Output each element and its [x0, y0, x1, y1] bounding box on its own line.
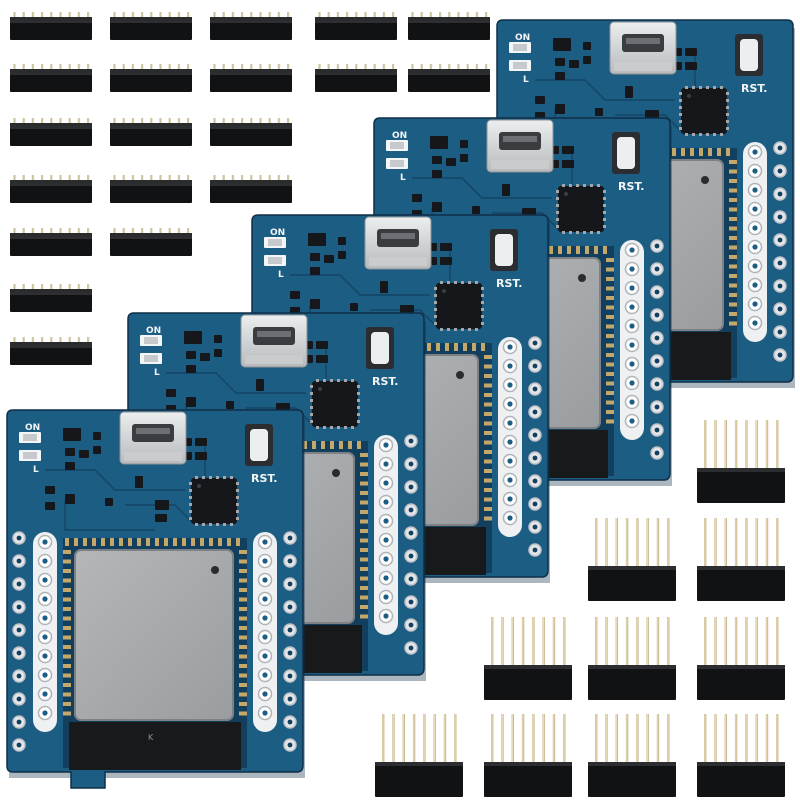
female-header — [10, 228, 92, 256]
female-header-group — [10, 12, 490, 365]
female-header — [210, 64, 292, 92]
antenna-area — [69, 722, 241, 770]
right-pin-pads — [528, 336, 542, 557]
led-indicators: ON L — [19, 423, 41, 475]
reset-button — [735, 34, 763, 76]
female-header — [210, 175, 292, 203]
reset-label: RST. — [372, 375, 398, 388]
esp32-module: K — [63, 538, 247, 770]
male-pin-header — [697, 714, 785, 797]
female-header — [110, 12, 192, 40]
micro-usb-connector — [240, 314, 308, 368]
right-pin-pads — [650, 239, 664, 460]
female-header — [315, 64, 397, 92]
rf-shield — [74, 549, 234, 721]
usb-serial-chip — [556, 184, 606, 234]
female-header — [210, 118, 292, 146]
led-indicators: ON L — [386, 131, 408, 183]
reset-label: RST. — [251, 472, 277, 485]
female-header — [110, 64, 192, 92]
reset-label: RST. — [618, 180, 644, 193]
power-led-label: ON — [392, 131, 407, 141]
male-pin-header — [484, 714, 572, 797]
male-header-group — [375, 420, 785, 797]
usb-serial-chip — [679, 86, 729, 136]
female-header — [110, 228, 192, 256]
antenna-mark: K — [148, 733, 154, 742]
user-led-label: L — [400, 173, 406, 183]
male-pin-header — [375, 714, 463, 797]
female-header — [315, 12, 397, 40]
female-header — [110, 175, 192, 203]
user-led-label: L — [154, 368, 160, 378]
male-pin-header — [588, 617, 676, 700]
inner-pad-strip-right — [374, 435, 398, 635]
male-pin-header — [697, 420, 785, 503]
female-header — [110, 118, 192, 146]
reset-button — [612, 132, 640, 174]
user-led-label: L — [33, 465, 39, 475]
inner-pad-strip-right — [620, 240, 644, 440]
reset-button — [490, 229, 518, 271]
female-header — [10, 118, 92, 146]
female-header — [210, 12, 292, 40]
power-led-label: ON — [270, 228, 285, 238]
female-header — [10, 64, 92, 92]
inner-pad-strip-right — [253, 532, 277, 732]
reset-label: RST. — [741, 82, 767, 95]
inner-pad-strip-right — [743, 142, 767, 342]
power-led-label: ON — [515, 33, 530, 43]
right-pin-pads — [404, 434, 418, 655]
right-pin-pads — [773, 141, 787, 362]
usb-serial-chip — [189, 476, 239, 526]
user-led-label: L — [278, 270, 284, 280]
left-pin-pads — [12, 531, 26, 752]
inner-pad-strip-left — [33, 532, 57, 732]
micro-usb-connector — [609, 21, 677, 75]
female-header — [10, 12, 92, 40]
right-pin-pads — [283, 531, 297, 752]
female-header — [10, 175, 92, 203]
reset-label: RST. — [496, 277, 522, 290]
male-pin-header — [697, 518, 785, 601]
micro-usb-connector — [119, 411, 187, 465]
male-pin-header — [484, 617, 572, 700]
female-header — [10, 284, 92, 312]
user-led-label: L — [523, 75, 529, 85]
power-led-label: ON — [25, 423, 40, 433]
led-indicators: ON L — [509, 33, 531, 85]
male-pin-header — [588, 518, 676, 601]
female-header — [408, 12, 490, 40]
reset-button — [366, 327, 394, 369]
male-pin-header — [697, 617, 785, 700]
usb-serial-chip — [310, 379, 360, 429]
reset-button — [245, 424, 273, 466]
led-indicators: ON L — [140, 326, 162, 378]
led-indicators: ON L — [264, 228, 286, 280]
esp32-mini-board: ON L RST. K — [6, 409, 305, 789]
female-header — [10, 337, 92, 365]
power-led-label: ON — [146, 326, 161, 336]
usb-serial-chip — [434, 281, 484, 331]
micro-usb-connector — [486, 119, 554, 173]
male-pin-header — [588, 714, 676, 797]
female-header — [408, 64, 490, 92]
micro-usb-connector — [364, 216, 432, 270]
inner-pad-strip-right — [498, 337, 522, 537]
